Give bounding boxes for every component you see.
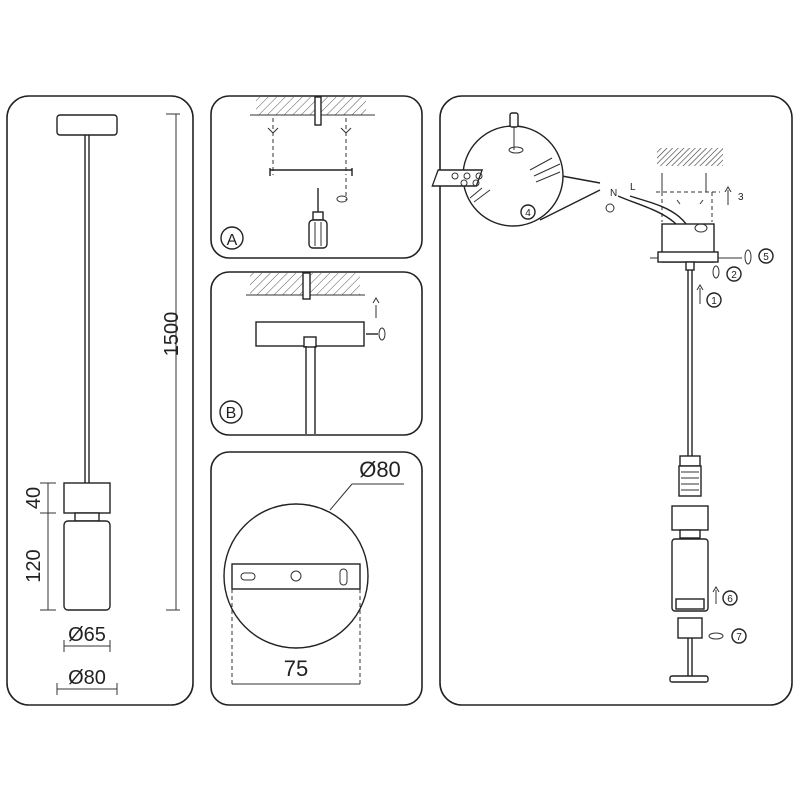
- panel-dimensions-frame: [6, 95, 194, 706]
- diameter-base-label: Ø80: [68, 667, 106, 689]
- lamp-top: [671, 505, 709, 531]
- cable-lock: [685, 261, 695, 271]
- canopy-base: [657, 251, 719, 263]
- panel-b-label: B: [226, 405, 237, 422]
- cable-hole: [314, 96, 322, 126]
- canopy-circle: [223, 503, 369, 649]
- step-3-label: 3: [738, 192, 744, 203]
- anchor: [267, 127, 279, 134]
- panel-a-frame: [210, 95, 423, 259]
- rotate-icon: [712, 265, 720, 279]
- step-badge: [726, 266, 742, 282]
- bubble-pointer: [539, 189, 601, 221]
- gu10-module: [677, 617, 703, 639]
- step-4-label: 4: [525, 208, 531, 219]
- lamp-body: [671, 538, 709, 612]
- rotate-icon: [694, 223, 708, 233]
- panel-b: B: [210, 271, 423, 436]
- canopy-diameter-label: Ø80: [359, 457, 401, 482]
- panel-canopy: Ø80 75: [210, 451, 423, 706]
- cable-hole: [302, 272, 311, 300]
- panel-canopy-frame: [210, 451, 423, 706]
- lamp-body: [63, 520, 111, 611]
- socket-cap: [679, 455, 701, 467]
- rotate-icon: [744, 249, 752, 265]
- step-badge: [722, 590, 738, 606]
- leader-line: [329, 483, 353, 511]
- rotate-icon: [378, 327, 386, 341]
- panel-b-frame: [210, 271, 423, 436]
- arrow-up: [712, 586, 720, 593]
- mount-width-label: 75: [284, 656, 308, 681]
- height-total-label: 1500: [161, 312, 183, 357]
- mount-bracket: [231, 563, 361, 590]
- panel-a: A: [210, 95, 423, 259]
- lamp-top: [63, 482, 111, 514]
- diameter-body-label: Ø65: [68, 624, 106, 646]
- panel-dimensions: 1500 40 120 Ø65 Ø80: [6, 95, 194, 706]
- step-6-label: 6: [727, 594, 733, 605]
- cable-entry: [303, 336, 317, 348]
- panel-a-label: A: [227, 232, 238, 249]
- arrow-up: [372, 297, 380, 304]
- step-7-label: 7: [736, 632, 742, 643]
- step-5-label: 5: [763, 252, 769, 263]
- terminal-block: [431, 112, 561, 203]
- step-badge: [706, 292, 722, 308]
- bulb-disc: [669, 675, 709, 683]
- step-badge: [520, 204, 536, 220]
- panel-install-frame: [439, 95, 793, 706]
- arrow-up: [696, 284, 704, 291]
- height-body-label: 120: [23, 549, 45, 582]
- step-badge: [758, 248, 774, 264]
- ground-icon: [605, 203, 615, 213]
- step-1-label: 1: [711, 296, 717, 307]
- label-circle: [219, 400, 243, 424]
- lamp-neck: [679, 529, 701, 539]
- bracket-hole: [290, 570, 302, 582]
- lamp-bulb-base: [675, 598, 705, 610]
- live-label: L: [630, 182, 636, 193]
- ceiling: [256, 97, 366, 115]
- bracket-slot: [240, 572, 256, 581]
- panel-install: 4 3 N L 5 2 1: [431, 95, 793, 706]
- anchor: [340, 127, 352, 134]
- rotate-icon: [336, 195, 348, 203]
- socket: [678, 465, 702, 497]
- step-badge: [731, 628, 747, 644]
- rotate-icon: [708, 632, 724, 640]
- lamp-neck: [74, 512, 100, 522]
- screwdriver-icon: [308, 188, 328, 249]
- neutral-label: N: [610, 188, 617, 199]
- screw-icon: [676, 199, 704, 205]
- label-circle: [220, 226, 244, 250]
- socket-thread: [681, 471, 699, 491]
- ceiling: [657, 148, 723, 166]
- height-top-label: 40: [23, 487, 45, 509]
- arrow-up: [724, 186, 732, 193]
- bracket-slot: [339, 568, 348, 586]
- canopy: [56, 114, 118, 136]
- step-2-label: 2: [731, 270, 737, 281]
